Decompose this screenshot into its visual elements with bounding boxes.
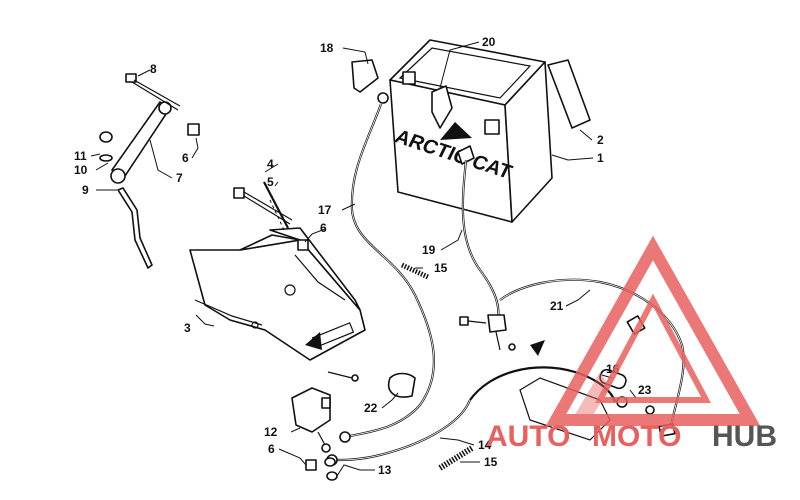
wing-nut: [99, 131, 113, 162]
callout-9: 9: [82, 183, 89, 197]
battery-tray: [189, 227, 366, 361]
callout-15b: 15: [484, 455, 498, 469]
callout-6a: 6: [182, 151, 189, 165]
watermark-auto: AUTO: [486, 420, 570, 453]
callout-1: 1: [597, 151, 604, 165]
hold-down-rod: [117, 187, 153, 269]
callout-14: 14: [478, 438, 492, 452]
callout-21: 21: [550, 299, 564, 313]
callout-4: 4: [267, 157, 274, 171]
nut-6: [187, 123, 200, 136]
starter-solenoid: [291, 387, 331, 453]
watermark-hub: HUB: [712, 420, 777, 453]
callout-19: 19: [422, 243, 436, 257]
bolt-8: [125, 73, 181, 111]
terminal-cap-18: [351, 59, 379, 93]
callouts: 1 2 3 4 5 6 6 6 7 8 9 10 11 12 13 14 15 …: [74, 35, 652, 477]
rod-5: [263, 181, 289, 229]
sleeve-15a: [400, 262, 430, 280]
callout-10: 10: [74, 163, 88, 177]
callout-7: 7: [176, 171, 183, 185]
nut-13a: [324, 457, 336, 467]
cable-17: [339, 92, 436, 443]
nut-13b: [326, 471, 338, 481]
battery-pad: [547, 59, 591, 129]
terminal-boot-20: [431, 85, 453, 129]
callout-12: 12: [264, 425, 278, 439]
cable-19: [457, 145, 507, 351]
callout-23: 23: [638, 383, 652, 397]
watermark-logo: [545, 235, 761, 426]
leader-lines: [90, 41, 637, 477]
callout-13: 13: [378, 463, 392, 477]
callout-17: 17: [318, 203, 332, 217]
callout-22: 22: [364, 401, 378, 415]
callout-8: 8: [150, 62, 157, 76]
callout-3: 3: [184, 321, 191, 335]
nut-6b: [297, 239, 309, 251]
battery: ARCTIC CAT: [389, 39, 553, 223]
sleeve-15b: [438, 445, 474, 471]
callout-6b: 6: [320, 221, 327, 235]
cable-clamp: [388, 372, 416, 398]
callout-20: 20: [482, 35, 496, 49]
watermark-text: AUTO MOTO HUB: [486, 420, 777, 453]
screw: [327, 371, 353, 379]
callout-18: 18: [320, 41, 334, 55]
callout-5: 5: [267, 175, 274, 189]
watermark-moto: MOTO: [592, 420, 681, 453]
callout-2: 2: [597, 133, 604, 147]
callout-11: 11: [74, 149, 87, 163]
nut-6c: [305, 459, 317, 471]
callout-6c: 6: [268, 442, 275, 456]
hold-down-bracket: [110, 101, 172, 184]
callout-15a: 15: [434, 261, 448, 275]
